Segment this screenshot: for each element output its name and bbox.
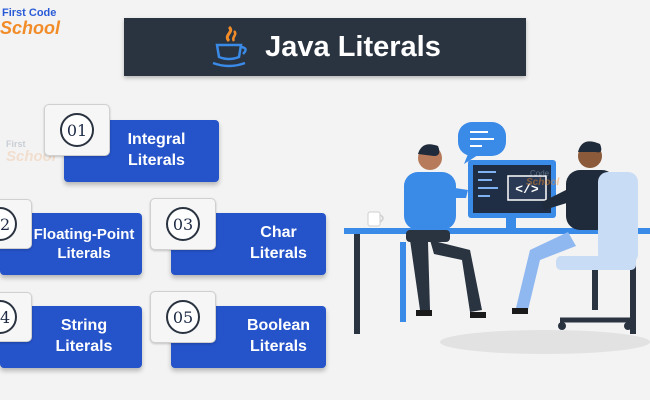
card-number: 03 [166,207,200,241]
watermark-line-1: First [6,139,26,149]
page-title: Java Literals [265,30,441,63]
card-number-badge: 05 [150,291,216,343]
brand-logo: First Code School [0,7,61,38]
card-label: Boolean Literals [246,317,311,355]
card-number: 04 [0,300,17,334]
card-number: 02 [0,207,17,241]
watermark-line-2: School [6,148,57,165]
coffee-cup-icon [367,211,384,227]
card-number-badge: 03 [150,198,216,250]
svg-text:School: School [526,177,560,188]
speech-bubble-icon [458,122,506,164]
card-label: Char Literals [250,224,307,262]
card-number: 01 [60,113,94,147]
brand-line-1: First Code [2,7,57,19]
code-symbol: </> [515,182,539,197]
card-label: String Literals [55,317,113,355]
card-number: 05 [166,300,200,334]
svg-text:Code: Code [530,169,550,178]
title-banner: Java Literals [124,18,526,76]
java-coffee-cup-icon [212,25,247,68]
monitor-icon: </> Code School [468,160,560,228]
chair-icon [556,172,638,330]
card-number-badge: 02 [0,199,32,249]
card-label: Integral Literals [127,131,186,169]
card-number-badge: 01 [44,104,110,156]
person-left [400,144,486,322]
card-label: Floating-Point Literals [33,225,135,263]
watermark-logo: First School [6,139,57,165]
brand-line-2: School [0,18,61,38]
card-number-badge: 04 [0,292,32,342]
developers-illustration: </> Code School [344,122,650,354]
